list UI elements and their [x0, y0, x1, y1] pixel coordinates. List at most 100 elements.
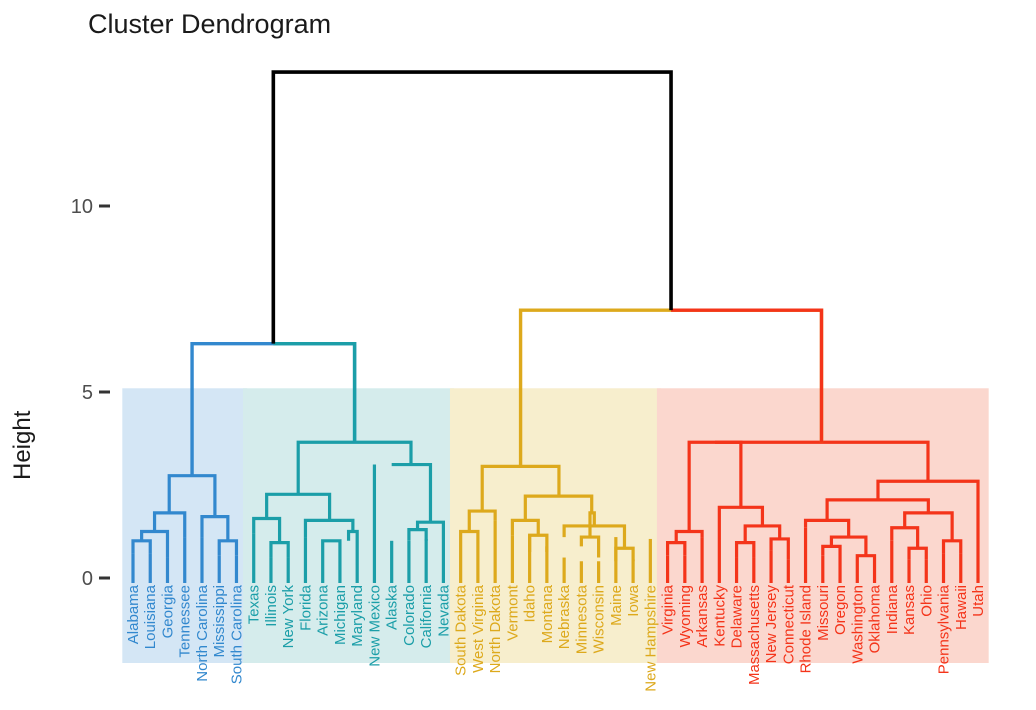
leaf-label[interactable]: West Virginia: [470, 584, 487, 672]
leaf-label[interactable]: North Carolina: [194, 584, 211, 681]
leaf-tick-mark: [717, 578, 721, 583]
leaf-label[interactable]: Indiana: [884, 584, 901, 634]
leaf-tick-mark: [303, 578, 308, 583]
leaf-label[interactable]: South Dakota: [453, 584, 470, 676]
leaf-tick-mark: [786, 578, 790, 583]
leaf-label[interactable]: California: [418, 584, 435, 648]
leaf-label[interactable]: Tennessee: [177, 585, 194, 658]
leaf-label[interactable]: Missouri: [815, 585, 832, 641]
leaf-label[interactable]: Vermont: [504, 584, 521, 641]
leaf-label[interactable]: Mississippi: [211, 585, 228, 658]
leaf-label[interactable]: Michigan: [332, 585, 349, 645]
leaf-tick-mark: [148, 578, 152, 583]
dendrogram-link: [671, 308, 824, 443]
leaf-label[interactable]: Nebraska: [556, 584, 573, 649]
leaf-label[interactable]: Texas: [246, 585, 263, 624]
leaf-label[interactable]: Ohio: [918, 585, 935, 617]
leaf-tick-mark: [321, 578, 325, 583]
leaf-label[interactable]: Rhode Island: [798, 585, 815, 673]
dendrogram-link: [715, 440, 930, 482]
leaf-tick-mark: [924, 578, 928, 583]
leaf-tick-mark: [286, 578, 290, 583]
leaf-tick-mark: [510, 578, 514, 583]
leaf-label[interactable]: Alabama: [125, 584, 142, 644]
leaf-label[interactable]: New Jersey: [763, 585, 780, 664]
leaf-tick-mark: [217, 578, 221, 583]
leaf-label[interactable]: Florida: [297, 584, 314, 631]
dendrogram-tree: [131, 70, 980, 578]
leaf-tick-mark: [769, 578, 773, 583]
leaf-label[interactable]: New Hampshire: [642, 585, 659, 692]
leaf-tick-mark: [631, 578, 635, 583]
leaf-tick-mark: [752, 578, 756, 583]
leaf-label[interactable]: Maryland: [349, 585, 366, 647]
leaf-tick-mark: [597, 578, 601, 583]
leaf-label[interactable]: Oregon: [832, 585, 849, 635]
leaf-label[interactable]: Illinois: [263, 585, 280, 627]
leaf-tick-mark: [890, 578, 894, 583]
leaf-tick-mark: [200, 578, 204, 583]
leaf-tick-mark: [614, 578, 618, 583]
leaf-tick-mark: [407, 578, 411, 583]
leaf-tick-mark: [976, 578, 980, 583]
leaf-tick-mark: [252, 578, 256, 583]
dendrogram-link: [391, 462, 433, 523]
leaf-label[interactable]: Iowa: [625, 584, 642, 616]
leaf-tick-mark: [579, 578, 583, 583]
leaf-tick-mark: [355, 578, 359, 583]
leaf-tick-mark: [372, 578, 377, 583]
leaf-tick-mark: [648, 578, 652, 583]
leaf-label[interactable]: Kentucky: [711, 585, 728, 647]
y-tick-label: 10: [71, 196, 93, 218]
y-tick-label: 5: [82, 382, 93, 404]
leaf-label[interactable]: Connecticut: [780, 584, 797, 664]
leaf-label[interactable]: New Mexico: [366, 585, 383, 667]
leaf-tick-mark: [821, 578, 825, 583]
leaf-label[interactable]: South Carolina: [228, 584, 245, 684]
leaf-tick-mark: [941, 578, 946, 583]
leaf-label[interactable]: Oklahoma: [867, 584, 884, 653]
dendrogram-link: [321, 539, 342, 552]
leaf-label[interactable]: Arkansas: [694, 585, 711, 648]
leaf-tick-mark: [665, 578, 670, 583]
leaf-label[interactable]: Montana: [539, 584, 556, 643]
leaf-tick-mark: [872, 578, 877, 583]
leaf-tick-mark: [700, 578, 704, 583]
leaf-tick-mark: [390, 578, 394, 583]
leaf-label[interactable]: Nevada: [435, 584, 452, 636]
leaf-tick-mark: [234, 578, 239, 583]
leaf-label[interactable]: Arizona: [315, 584, 332, 636]
leaf-label[interactable]: Pennsylvania: [936, 584, 953, 674]
leaf-label[interactable]: Virginia: [660, 584, 677, 634]
leaf-label[interactable]: Louisiana: [142, 584, 159, 649]
y-axis-label: Height: [9, 410, 36, 480]
y-axis-ticks: 0 5 10: [71, 196, 110, 590]
leaf-tick-mark: [493, 578, 497, 583]
page-title: Cluster Dendrogram: [88, 9, 331, 39]
leaf-label[interactable]: Colorado: [401, 585, 418, 646]
leaf-label[interactable]: Wyoming: [677, 585, 694, 647]
leaf-label[interactable]: Georgia: [159, 584, 176, 638]
y-tick-label: 0: [82, 568, 93, 590]
leaf-label[interactable]: Maine: [608, 585, 625, 626]
leaf-label[interactable]: Hawaii: [953, 585, 970, 630]
y-tick-mark: [99, 576, 110, 580]
leaf-label[interactable]: Alaska: [384, 584, 401, 630]
leaf-label[interactable]: New York: [280, 585, 297, 649]
leaf-tick-mark: [545, 578, 549, 583]
leaf-tick-mark: [838, 578, 842, 583]
leaf-tick-mark: [183, 578, 187, 583]
leaf-label[interactable]: Wisconsin: [591, 585, 608, 653]
leaf-label[interactable]: Washington: [849, 585, 866, 664]
leaf-tick-mark: [269, 578, 273, 583]
leaf-label[interactable]: Delaware: [729, 585, 746, 648]
leaf-label[interactable]: Utah: [970, 585, 987, 617]
leaf-label[interactable]: Kansas: [901, 585, 918, 635]
leaf-label[interactable]: North Dakota: [487, 584, 504, 673]
leaf-tick-mark: [441, 578, 446, 583]
leaf-label[interactable]: Idaho: [522, 585, 539, 623]
leaf-tick-mark: [528, 578, 532, 583]
leaf-label[interactable]: Massachusetts: [746, 585, 763, 685]
leaf-label[interactable]: Minnesota: [573, 584, 590, 654]
